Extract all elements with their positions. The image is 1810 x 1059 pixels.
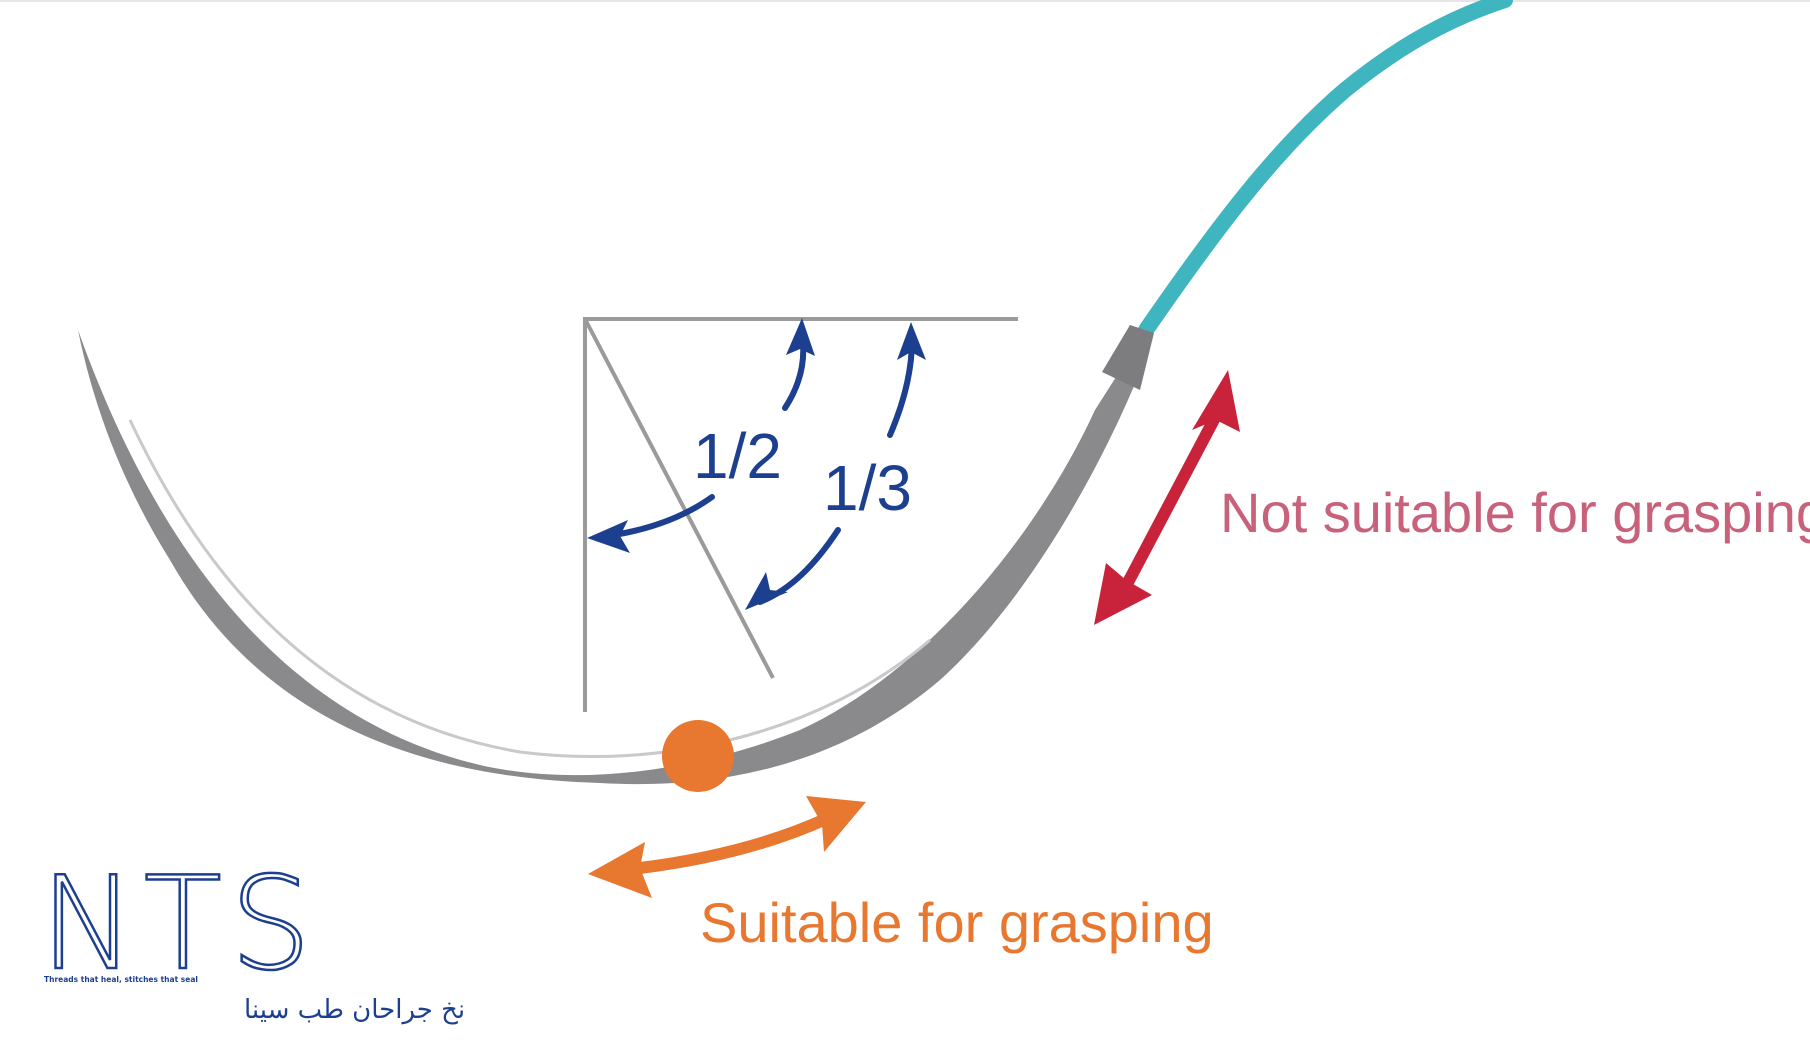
suitable-arrow-shaft	[634, 812, 834, 874]
not-suitable-arrow-head-top	[1192, 370, 1240, 432]
suitable-label: Suitable for grasping	[700, 891, 1214, 954]
nts-logo: NTS Threads that heal, stitches that sea…	[39, 849, 465, 1025]
curved-needle	[78, 330, 1150, 785]
needle-swage	[1102, 325, 1154, 390]
half-arrow-left-head	[587, 520, 630, 553]
suture-thread	[1138, 0, 1513, 338]
third-label: 1/3	[823, 452, 912, 524]
logo-persian: نخ جراحان طب سینا	[244, 995, 465, 1025]
suitable-arrow	[588, 796, 866, 898]
not-suitable-arrow-shaft	[1119, 406, 1224, 594]
logo-letters: NTS	[40, 850, 319, 999]
not-suitable-arrow-head-bottom	[1094, 563, 1152, 625]
fraction-guide	[583, 317, 1018, 712]
logo-tagline: Threads that heal, stitches that seal	[44, 975, 198, 984]
guide-diagonal-line	[583, 318, 775, 679]
half-label: 1/2	[693, 420, 782, 492]
not-suitable-label: Not suitable for grasping	[1220, 481, 1810, 544]
not-suitable-arrow	[1094, 370, 1240, 625]
needle-highlight	[128, 419, 931, 759]
grasp-point	[662, 720, 734, 792]
suitable-arrow-head-left	[588, 842, 652, 898]
half-arrow-up-head	[786, 318, 815, 356]
third-arrow-down-head	[745, 572, 788, 610]
third-arrow-up-head	[897, 322, 926, 360]
suitable-arrow-head-right	[806, 796, 866, 852]
